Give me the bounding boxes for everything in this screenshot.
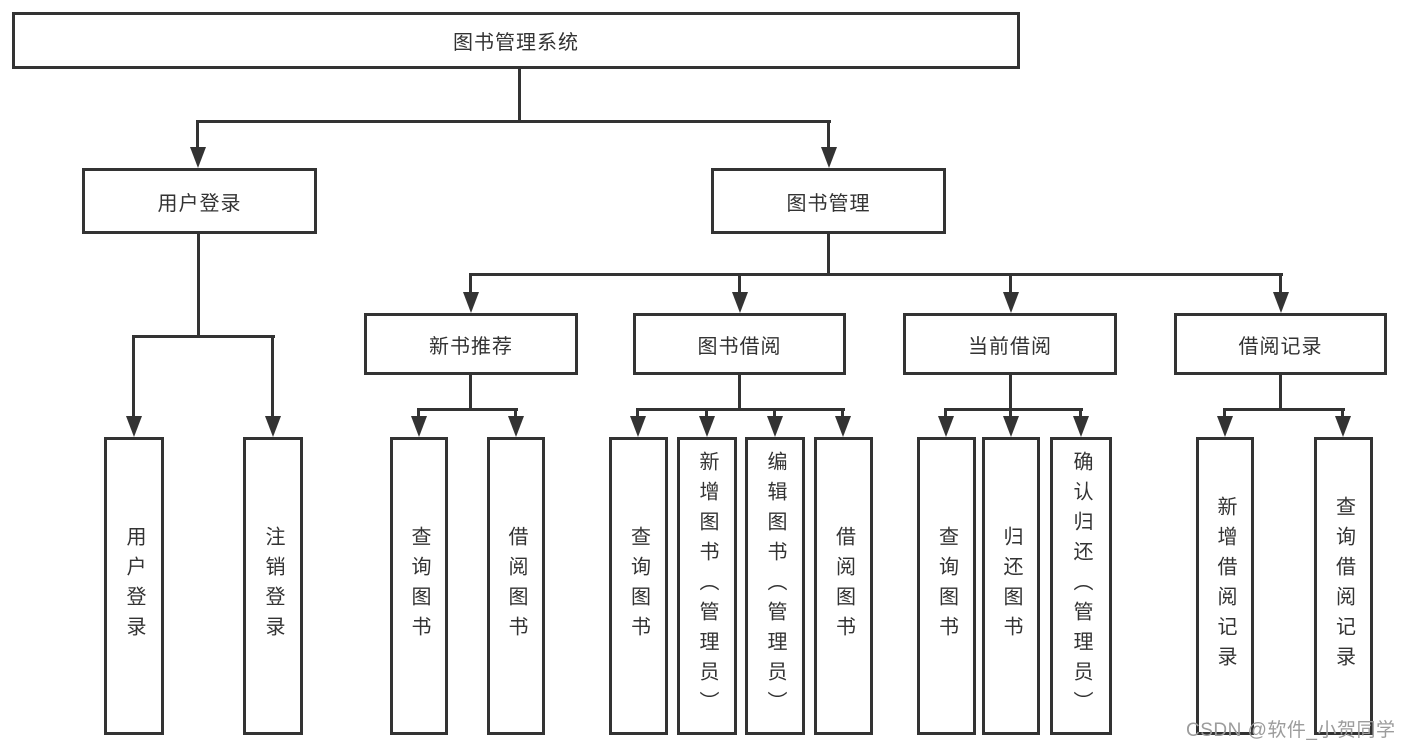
connector-line <box>469 273 1283 276</box>
node-borrow-records: 借阅记录 <box>1174 313 1387 375</box>
node-label: 注销登录 <box>262 526 284 646</box>
node-label: 用户登录 <box>123 526 145 646</box>
node-label: 查询图书 <box>408 526 430 646</box>
node-new-book-recommend: 新书推荐 <box>364 313 578 375</box>
node-current-borrow: 当前借阅 <box>903 313 1117 375</box>
arrow-down-icon <box>841 408 844 416</box>
connector-line <box>1223 408 1345 411</box>
node-user-login: 用户登录 <box>82 168 317 234</box>
connector-line <box>132 335 275 338</box>
node-label: 查询图书 <box>627 526 650 646</box>
arrow-down-icon <box>1341 408 1344 416</box>
leaf-confirm-return-admin: 确认归还（管理员） <box>1050 437 1112 735</box>
node-label: 查询借阅记录 <box>1332 496 1355 676</box>
node-label: 新书推荐 <box>429 335 513 358</box>
node-label: 查询图书 <box>935 526 958 646</box>
connector-line <box>469 375 472 408</box>
connector-line <box>1279 375 1282 408</box>
leaf-edit-book-admin: 编辑图书（管理员） <box>745 437 805 735</box>
arrow-down-icon <box>271 335 274 416</box>
node-label: 当前借阅 <box>968 335 1052 358</box>
node-label: 图书借阅 <box>697 335 782 358</box>
connector-line <box>636 408 845 411</box>
leaf-query-books-recommend: 查询图书 <box>390 437 448 735</box>
node-label: 编辑图书（管理员） <box>764 451 786 721</box>
connector-line <box>945 408 1083 411</box>
leaf-query-books-borrow: 查询图书 <box>609 437 668 735</box>
leaf-borrow-books-recommend: 借阅图书 <box>487 437 545 735</box>
connector-line <box>1009 375 1012 408</box>
arrow-down-icon <box>469 273 472 292</box>
leaf-query-borrow-record: 查询借阅记录 <box>1314 437 1373 735</box>
node-book-borrow: 图书借阅 <box>633 313 846 375</box>
leaf-add-book-admin: 新增图书（管理员） <box>677 437 737 735</box>
arrow-down-icon <box>196 120 199 147</box>
arrow-down-icon <box>1223 408 1226 416</box>
leaf-user-login: 用户登录 <box>104 437 164 735</box>
connector-line <box>827 234 830 273</box>
arrow-down-icon <box>705 408 708 416</box>
arrow-down-icon <box>417 408 420 416</box>
node-label: 图书管理 <box>786 192 871 215</box>
arrow-down-icon <box>132 335 135 416</box>
arrow-down-icon <box>514 408 517 416</box>
connector-line <box>417 408 518 411</box>
arrow-down-icon <box>944 408 947 416</box>
leaf-add-borrow-record: 新增借阅记录 <box>1196 437 1254 735</box>
node-label: 新增图书（管理员） <box>696 451 718 721</box>
node-label: 新增借阅记录 <box>1214 496 1236 676</box>
connector-line <box>738 375 741 408</box>
connector-line <box>197 234 200 335</box>
leaf-logout: 注销登录 <box>243 437 303 735</box>
arrow-down-icon <box>827 120 830 147</box>
arrow-down-icon <box>1279 273 1282 292</box>
node-label: 图书管理系统 <box>453 32 579 54</box>
node-label: 归还图书 <box>1000 526 1022 646</box>
csdn-watermark: CSDN @软件_小贺同学 <box>1186 720 1396 741</box>
node-library-system: 图书管理系统 <box>12 12 1020 69</box>
node-label: 借阅记录 <box>1238 335 1323 358</box>
leaf-borrow-books: 借阅图书 <box>814 437 873 735</box>
arrow-down-icon <box>1009 273 1012 292</box>
arrow-down-icon <box>636 408 639 416</box>
node-label: 借阅图书 <box>832 526 855 646</box>
arrow-down-icon <box>1079 408 1082 416</box>
node-book-management: 图书管理 <box>711 168 946 234</box>
node-label: 确认归还（管理员） <box>1070 451 1092 721</box>
connector-line <box>197 120 831 123</box>
node-label: 借阅图书 <box>505 526 527 646</box>
leaf-return-books: 归还图书 <box>982 437 1040 735</box>
node-label: 用户登录 <box>157 192 242 215</box>
arrow-down-icon <box>738 273 741 292</box>
leaf-query-books-current: 查询图书 <box>917 437 976 735</box>
connector-line <box>518 69 521 120</box>
arrow-down-icon <box>773 408 776 416</box>
arrow-down-icon <box>1009 408 1012 416</box>
